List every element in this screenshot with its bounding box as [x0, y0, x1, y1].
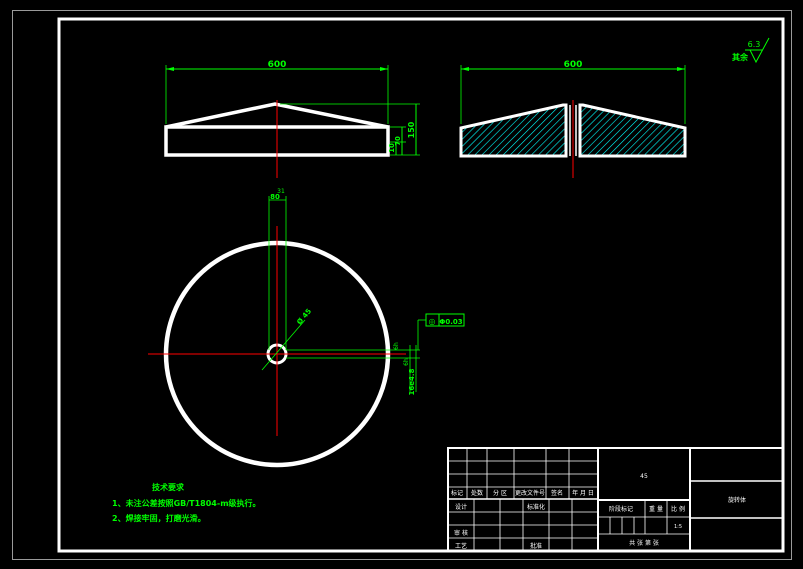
tb-material: 45 [640, 473, 648, 480]
plan-vert-dim-2: 6h [403, 358, 410, 366]
notes-line-2: 2、焊接牢固，打磨光滑。 [112, 513, 206, 523]
plan-vert-dim-3: 16e4.8 [408, 368, 416, 395]
tb-design: 设计 [455, 503, 467, 511]
tb-sheets: 共 张 第 张 [629, 539, 659, 547]
plan-top-dim-2: 31 [277, 188, 285, 195]
tb-approve: 批准 [530, 542, 542, 550]
hole-diameter-label: Ø 45 [295, 307, 313, 326]
tb-process: 工艺 [455, 542, 467, 550]
inner-border [57, 17, 785, 553]
section-view: 600 [459, 60, 687, 178]
tb-standardize: 标准化 [527, 503, 545, 511]
tb-header-1: 处数 [471, 489, 483, 497]
tb-header-3: 更改文件号 [515, 489, 545, 497]
roughness-value: 6.3 [748, 40, 761, 49]
front-height-base: 10 [388, 143, 396, 153]
plan-vert-dim-1: 6h [393, 342, 400, 350]
section-right-half [578, 103, 687, 158]
tb-scale: 比 例 [671, 505, 685, 513]
tb-weight: 重 量 [649, 505, 663, 513]
tb-scale-value: 1:5 [674, 524, 682, 530]
outer-frame [12, 10, 792, 560]
gtol-value: Φ0.03 [439, 318, 462, 326]
section-width-label: 600 [564, 60, 583, 70]
tb-stage-mark: 阶段标记 [609, 505, 633, 513]
front-height-small: 70 [394, 136, 402, 146]
notes-line-1: 1、未注公差按照GB/T1804-m级执行。 [112, 498, 261, 508]
gtol-frame [425, 313, 465, 327]
tb-review: 审 核 [454, 529, 468, 537]
front-height-total: 150 [407, 121, 416, 138]
notes-title: 技术要求 [152, 482, 185, 492]
tb-header-0: 标记 [451, 489, 463, 497]
tb-part-name: 旋转体 [728, 496, 746, 504]
front-view: 600 150 70 10 [164, 60, 420, 178]
front-view-cone [165, 102, 389, 129]
technical-notes: 技术要求 1、未注公差按照GB/T1804-m级执行。 2、焊接牢固，打磨光滑。 [112, 482, 261, 523]
roughness-label: 其余 [732, 52, 749, 62]
plan-view: 80 31 Ø 45 6h 6h 16e4.8 ◎ Φ0.03 [148, 188, 465, 468]
section-left-half [459, 103, 568, 158]
hole-diameter-leader [261, 319, 306, 371]
tb-header-5: 年 月 日 [572, 489, 594, 497]
tb-header-2: 分 区 [493, 489, 507, 497]
title-block-text: 标记 处数 分 区 更改文件号 签名 年 月 日 设计 标准化 审 核 工艺 批… [451, 473, 746, 550]
plan-top-dim-1: 80 [270, 193, 280, 201]
roughness-symbol: 6.3 其余 [732, 37, 770, 64]
front-width-label: 600 [268, 60, 287, 70]
title-block [447, 447, 784, 552]
gtol-symbol: ◎ [429, 317, 436, 326]
tb-header-4: 签名 [551, 489, 563, 497]
